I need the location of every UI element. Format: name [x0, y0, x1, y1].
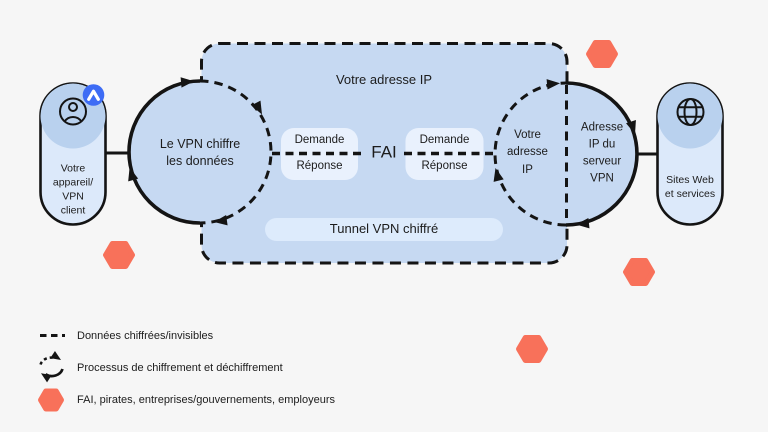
- device-label: Votre appareil/ VPN client: [52, 162, 94, 216]
- arrowhead-icon: [546, 79, 560, 90]
- vpn-server-circle-label: Adresse IP du serveur VPN: [580, 121, 624, 185]
- legend-icons: [38, 334, 65, 412]
- legend-encrypted-data-label: Données chiffrées/invisibles: [77, 329, 214, 342]
- arrowhead-icon: [576, 217, 590, 229]
- user-icon: [59, 97, 87, 126]
- arrowhead-icon: [493, 168, 504, 182]
- threat-hexagon-icon: [38, 388, 64, 412]
- websites-label: Sites Web et services: [664, 173, 716, 200]
- websites-pill: [656, 82, 724, 226]
- threat-hexagon-icon: [516, 335, 548, 363]
- arrowhead-icon: [128, 167, 139, 182]
- arrowhead-icon: [180, 77, 194, 88]
- response-right-label: Réponse: [421, 160, 468, 173]
- threat-hexagon-icon: [586, 40, 618, 68]
- threat-hexagon-icon: [103, 241, 135, 269]
- decryption-circle: [493, 79, 639, 229]
- isp-label: FAI: [371, 142, 397, 162]
- encryption-circle-label: Le VPN chiffre les données: [159, 137, 241, 168]
- arrowhead-icon: [214, 215, 228, 226]
- request-left-label: Demande: [294, 134, 345, 147]
- legend-threats-label: FAI, pirates, entreprises/gouvernements,…: [77, 393, 336, 406]
- your-ip-circle-label: Votre adresse IP: [507, 129, 548, 176]
- response-left-label: Réponse: [296, 160, 343, 173]
- threat-hexagons: [103, 40, 655, 363]
- threat-hexagon-icon: [623, 258, 655, 286]
- vpn-app-badge-icon: [82, 84, 105, 106]
- ip-box-title: Votre adresse IP: [335, 72, 433, 88]
- request-right-label: Demande: [419, 134, 470, 147]
- arrowhead-icon: [251, 100, 262, 115]
- encryption-cycle-icon: [39, 350, 64, 383]
- tunnel-pill: [265, 218, 503, 241]
- globe-icon: [676, 98, 705, 126]
- encryption-circle: [127, 77, 273, 226]
- device-pill: [39, 82, 107, 226]
- legend-encryption-process-label: Processus de chiffrement et déchiffremen…: [77, 361, 283, 374]
- tunnel-label: Tunnel VPN chiffré: [329, 221, 439, 237]
- arrowhead-icon: [626, 120, 636, 134]
